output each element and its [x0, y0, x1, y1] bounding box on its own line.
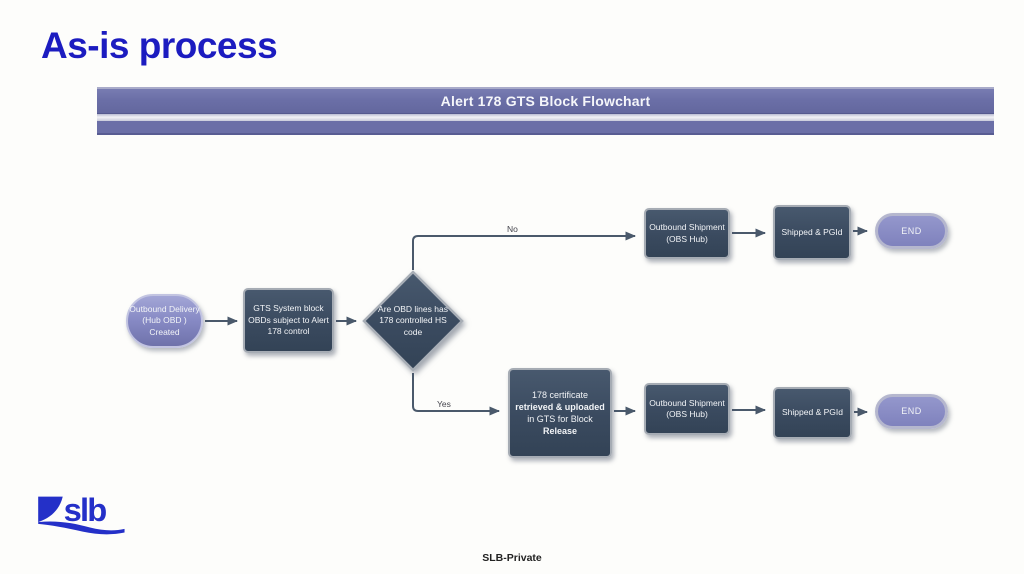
node-shipped-pgid-bottom: Shipped & PGId [773, 387, 852, 439]
node-178-certificate: 178 certificate retrieved & uploaded in … [508, 368, 612, 458]
node-text-line: Outbound Shipment [649, 397, 725, 408]
node-outbound-shipment-bottom: Outbound Shipment (OBS Hub) [644, 383, 730, 435]
node-text-line: Outbound Shipment [649, 222, 725, 233]
node-outbound-shipment-top: Outbound Shipment (OBS Hub) [644, 208, 730, 259]
decision-text: Are OBD lines has 178 controlled HS code [376, 292, 451, 350]
footer-classification: SLB-Private [482, 552, 542, 564]
node-text-line: code [403, 326, 423, 337]
node-end-top: END [875, 213, 948, 249]
node-end-bottom: END [875, 394, 948, 429]
slb-logo: slb [38, 491, 125, 535]
node-text-line: in GTS for Block [527, 414, 593, 424]
node-text-line: (OBS Hub) [666, 233, 708, 244]
node-text-line: Outbound Delivery [129, 303, 200, 314]
node-text-line: 178 control [267, 326, 310, 337]
flowchart-banner-title: Alert 178 GTS Block Flowchart [440, 93, 651, 109]
decision-no-label: No [507, 224, 518, 234]
decision-yes-label: Yes [437, 399, 451, 409]
node-text-line: OBDs subject to Alert [248, 314, 329, 325]
node-text-line: Are OBD lines has [378, 303, 448, 314]
decision-diamond-shape [362, 270, 464, 372]
node-shipped-pgid-top: Shipped & PGId [773, 205, 851, 260]
connector-decision-no-branch [412, 231, 636, 270]
node-text-line: (Hub OBD ) Created [142, 315, 187, 337]
slb-logo-sail-shape [38, 496, 63, 523]
page-title: As-is process [41, 25, 278, 66]
node-text-line: 178 controlled HS [379, 315, 447, 326]
node-text-line: Shipped & PGId [781, 226, 843, 237]
connector-decision-yes-branch [412, 373, 500, 416]
node-text-line: (OBS Hub) [666, 409, 708, 419]
slb-logo-text: slb [64, 491, 107, 528]
slb-logo-swoosh-shape [38, 521, 125, 535]
node-gts-system-block: GTS System block OBDs subject to Alert 1… [243, 288, 334, 353]
node-text-line: END [901, 406, 922, 417]
flowchart-banner: Alert 178 GTS Block Flowchart [97, 87, 994, 114]
banner-accent-bar [97, 121, 994, 135]
node-outbound-delivery-start: Outbound Delivery (Hub OBD ) Created [126, 294, 203, 348]
banner-light-stripe [97, 114, 994, 121]
node-text-line: Release [542, 426, 578, 437]
node-text-line: retrieved & uploaded [515, 401, 605, 412]
node-text-line: END [901, 225, 922, 236]
node-text-line: 178 certificate [531, 389, 589, 400]
node-text-line: GTS System block [253, 303, 324, 314]
node-decision-diamond: Are OBD lines has 178 controlled HS code [361, 269, 465, 373]
node-text-line: Shipped & PGId [782, 407, 843, 418]
